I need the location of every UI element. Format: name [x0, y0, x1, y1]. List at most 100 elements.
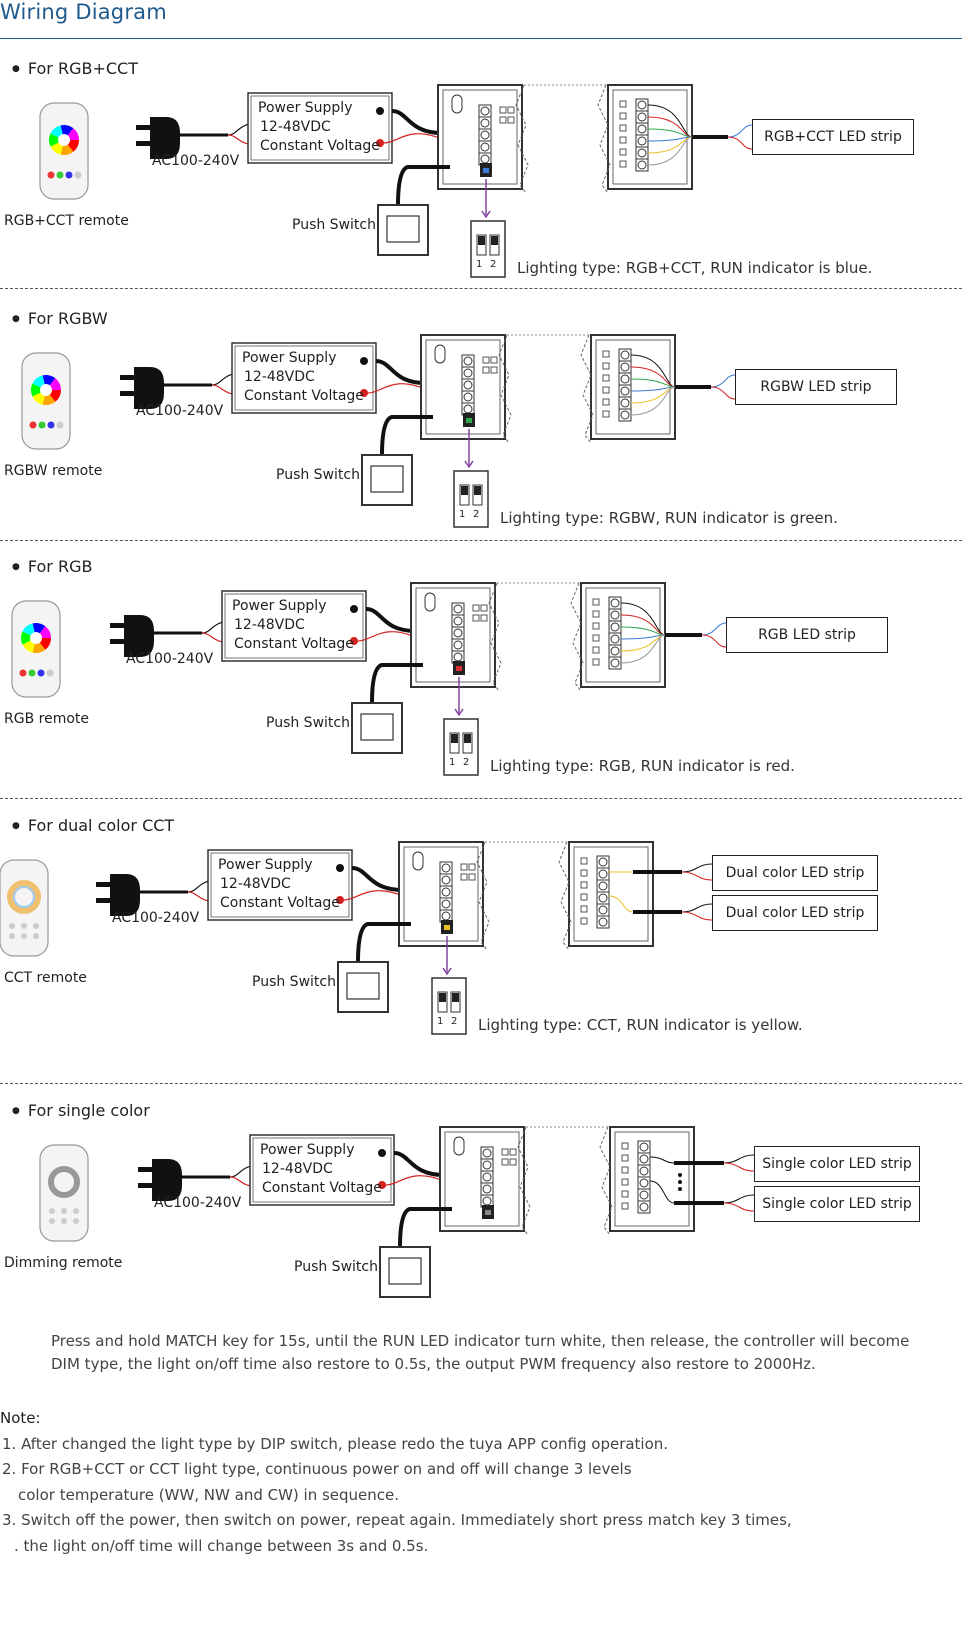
dip-switch-icon	[453, 470, 489, 528]
push-switch-icon	[351, 702, 403, 754]
psu-line-2: 12-48VDC	[220, 876, 291, 892]
notes-block: Note: 1. After changed the light type by…	[0, 1406, 972, 1559]
psu-line-3: Constant Voltage	[260, 138, 380, 154]
note-item-2: 2. For RGB+CCT or CCT light type, contin…	[2, 1460, 632, 1478]
psu-line-3: Constant Voltage	[220, 895, 340, 911]
strip-label-1: RGBW LED strip	[735, 369, 897, 405]
lighting-type-caption: Lighting type: RGB, RUN indicator is red…	[490, 757, 795, 775]
psu-line-2: 12-48VDC	[234, 617, 305, 633]
section-divider	[0, 1083, 962, 1084]
dip-switch-icon	[470, 220, 506, 278]
push-switch-icon	[361, 454, 413, 506]
dip-number-1: 1	[449, 757, 456, 768]
psu-line-2: 12-48VDC	[244, 369, 315, 385]
power-supply	[221, 590, 367, 662]
remote-label: RGB remote	[4, 711, 89, 727]
plug-icon	[96, 874, 219, 916]
match-key-paragraph: Press and hold MATCH key for 15s, until …	[51, 1332, 910, 1373]
wiring-drawing	[0, 841, 713, 1035]
remote-icon	[39, 102, 89, 200]
push-switch-icon	[337, 961, 389, 1013]
section-heading: For RGBW	[12, 309, 108, 328]
push-switch-label: Push Switch	[292, 217, 376, 233]
ac-label: AC100-240V	[112, 910, 200, 926]
lighting-type-caption: Lighting type: RGBW, RUN indicator is gr…	[500, 509, 838, 527]
remote-icon	[21, 352, 71, 450]
section-divider	[0, 798, 962, 799]
psu-text: Power Supply 12-48VDC Constant Voltage	[218, 856, 340, 913]
push-switch-icon	[377, 204, 429, 256]
section-divider	[0, 288, 962, 289]
wiring-drawing	[39, 84, 753, 278]
strip-label-2: Dual color LED strip	[712, 895, 878, 931]
controller-unit	[420, 334, 676, 444]
dip-switch-icon	[443, 718, 479, 776]
plug-icon	[110, 615, 233, 657]
wiring-drawing	[11, 582, 727, 776]
dip-number-1: 1	[476, 259, 483, 270]
push-switch-icon	[379, 1246, 431, 1298]
push-switch-label: Push Switch	[252, 974, 336, 990]
push-switch-label: Push Switch	[294, 1259, 378, 1275]
power-supply	[247, 92, 393, 164]
strip-label-1: RGB+CCT LED strip	[752, 119, 914, 155]
lighting-type-caption: Lighting type: CCT, RUN indicator is yel…	[478, 1016, 803, 1034]
remote-icon	[39, 1144, 89, 1242]
dip-number-2: 2	[463, 757, 470, 768]
psu-line-1: Power Supply	[242, 350, 337, 366]
controller-unit	[410, 582, 666, 692]
remote-label: RGB+CCT remote	[4, 213, 129, 229]
strip-label-1: RGB LED strip	[726, 617, 888, 653]
dip-number-2: 2	[490, 259, 497, 270]
wiring-drawing	[21, 334, 736, 528]
page-title: Wiring Diagram	[0, 0, 167, 24]
title-rule	[0, 38, 962, 39]
ac-label: AC100-240V	[126, 651, 214, 667]
psu-line-3: Constant Voltage	[244, 388, 364, 404]
section-heading: For RGB	[12, 557, 93, 576]
psu-line-1: Power Supply	[258, 100, 353, 116]
lighting-type-caption: Lighting type: RGB+CCT, RUN indicator is…	[517, 259, 873, 277]
psu-line-1: Power Supply	[232, 598, 327, 614]
power-supply	[231, 342, 377, 414]
psu-line-1: Power Supply	[218, 857, 313, 873]
controller-unit	[437, 84, 693, 194]
remote-icon	[0, 859, 49, 957]
note-item-2-cont: color temperature (WW, NW and CW) in seq…	[18, 1485, 400, 1504]
psu-text: Power Supply 12-48VDC Constant Voltage	[242, 349, 364, 406]
psu-text: Power Supply 12-48VDC Constant Voltage	[232, 597, 354, 654]
controller-unit	[439, 1126, 695, 1236]
psu-text: Power Supply 12-48VDC Constant Voltage	[258, 99, 380, 156]
note-item-3-cont: . the light on/off time will change betw…	[14, 1536, 429, 1555]
psu-line-2: 12-48VDC	[260, 119, 331, 135]
section-heading: For dual color CCT	[12, 816, 174, 835]
section-divider	[0, 540, 962, 541]
remote-label: RGBW remote	[4, 463, 103, 479]
psu-line-3: Constant Voltage	[262, 1180, 382, 1196]
strip-label-1: Single color LED strip	[754, 1146, 920, 1182]
section-heading: For RGB+CCT	[12, 59, 138, 78]
section-3: For RGB RGB remote AC100-240V Power Supply 1…	[0, 553, 972, 799]
push-switch-label: Push Switch	[266, 715, 350, 731]
section-1: For RGB+CCT RGB+CCT remote AC100-240V Power…	[0, 55, 972, 290]
remote-label: CCT remote	[4, 970, 87, 986]
section-4: For dual color CCT CCT remote AC100-240V Po…	[0, 812, 972, 1084]
ac-label: AC100-240V	[154, 1195, 242, 1211]
dip-number-1: 1	[459, 509, 466, 520]
power-supply	[207, 849, 353, 921]
dip-number-2: 2	[473, 509, 480, 520]
push-switch-label: Push Switch	[276, 467, 360, 483]
psu-line-3: Constant Voltage	[234, 636, 354, 652]
note-item-1: 1. After changed the light type by DIP s…	[2, 1434, 669, 1453]
psu-line-1: Power Supply	[260, 1142, 355, 1158]
strip-label-2: Single color LED strip	[754, 1186, 920, 1222]
remote-label: Dimming remote	[4, 1255, 123, 1271]
remote-icon	[11, 600, 61, 698]
note-item-3: 3. Switch off the power, then switch on …	[2, 1511, 792, 1529]
ac-label: AC100-240V	[152, 153, 240, 169]
dip-number-1: 1	[437, 1016, 444, 1027]
controller-unit	[398, 841, 654, 951]
